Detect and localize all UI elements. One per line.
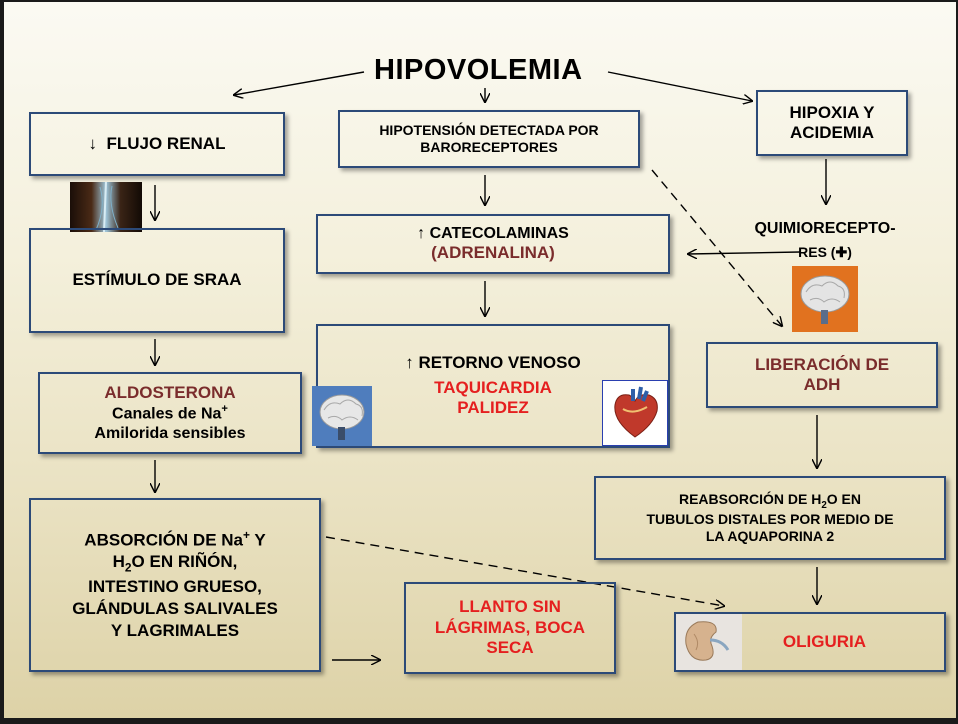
slide: HIPOVOLEMIA ↓ FLUJO RENAL HIPOTENSIÓN DE…	[4, 2, 956, 718]
h2o-sub: 2	[821, 499, 827, 511]
absorcion-line2a: H	[112, 552, 125, 572]
brain-icon	[792, 266, 858, 332]
box-hipoxia: HIPOXIA Y ACIDEMIA	[756, 90, 908, 156]
aldosterona-label: ALDOSTERONA	[104, 382, 236, 402]
absorcion-line3: INTESTINO GRUESO,	[88, 577, 262, 597]
reabsorcion-line1a: REABSORCIÓN DE H	[678, 490, 822, 507]
box-hipotension: HIPOTENSIÓN DETECTADA POR BARORECEPTORES	[338, 110, 640, 168]
reabsorcion-line3: LA AQUAPORINA 2	[705, 528, 835, 545]
arrow-hipovolemia-to-hipoxia	[607, 71, 752, 101]
palidez-label: PALIDEZ	[457, 398, 529, 418]
box-retorno-venoso: ↑ RETORNO VENOSO TAQUICARDIA PALIDEZ	[316, 324, 670, 448]
reabsorcion-line1: REABSORCIÓN DE H2O EN	[679, 491, 861, 512]
h2o-sub: 2	[124, 560, 132, 575]
na-charge: +	[242, 527, 250, 542]
quimio-line1: QUIMIORECEPTO-	[754, 220, 896, 237]
box-reabsorcion: REABSORCIÓN DE H2O EN TUBULOS DISTALES P…	[594, 476, 946, 560]
llanto-line1: LLANTO SIN	[459, 597, 561, 617]
arrows-layer	[4, 71, 956, 718]
absorcion-line4: GLÁNDULAS SALIVALES	[72, 599, 278, 619]
flujo-renal-text: ↓ FLUJO RENAL	[89, 134, 226, 154]
quimio-line2: RES (✚)	[798, 244, 852, 260]
box-catecolaminas: ↑ CATECOLAMINAS (ADRENALINA)	[316, 214, 670, 274]
absorcion-line1a: ABSORCIÓN DE Na	[84, 530, 243, 550]
absorcion-line5: Y LAGRIMALES	[110, 621, 240, 641]
canales-text: Canales de Na	[112, 405, 222, 423]
arrow-dashed-hipotension-to-liberacion	[651, 169, 782, 326]
brain-icon	[312, 386, 372, 446]
absorcion-line2b: O EN RIÑÓN,	[131, 552, 238, 572]
retorno-line1: ↑ RETORNO VENOSO	[405, 353, 581, 373]
hipotension-line2: BARORECEPTORES	[420, 139, 558, 155]
heart-icon	[602, 380, 668, 446]
hipotension-line1: HIPOTENSIÓN DETECTADA POR	[379, 122, 599, 139]
box-liberacion-adh: LIBERACIÓN DE ADH	[706, 342, 938, 408]
absorcion-line2: H2O EN RIÑÓN,	[113, 551, 238, 576]
title-hipovolemia: HIPOVOLEMIA	[374, 54, 583, 86]
quimioreceptores-label: QUIMIORECEPTO- RES (✚)	[740, 220, 910, 261]
reabsorcion-line1b: O EN	[826, 490, 862, 507]
box-flujo-renal: ↓ FLUJO RENAL	[29, 112, 285, 176]
absorcion-line1: ABSORCIÓN DE Na+ Y	[84, 528, 265, 552]
arrow-dashed-absorcion-to-oliguria	[325, 536, 724, 606]
box-aldosterona: ALDOSTERONA Canales de Na+ Amilorida sen…	[38, 372, 302, 454]
reabsorcion-line2: TUBULOS DISTALES POR MEDIO DE	[646, 511, 894, 528]
kidney-xray-image	[70, 182, 142, 232]
llanto-line3: SECA	[486, 638, 534, 658]
hipoxia-line1: HIPOXIA Y	[789, 102, 875, 122]
liberacion-line2: ADH	[803, 375, 841, 394]
catecolaminas-line1: ↑ CATECOLAMINAS	[417, 225, 569, 243]
aldosterona-line2: Canales de Na+	[112, 403, 228, 424]
adrenalina-label: (ADRENALINA)	[431, 243, 555, 263]
down-arrow-glyph: ↓	[88, 133, 98, 153]
llanto-line2: LÁGRIMAS, BOCA	[434, 617, 586, 637]
kidney-icon	[676, 614, 742, 670]
box-absorcion: ABSORCIÓN DE Na+ Y H2O EN RIÑÓN, INTESTI…	[29, 498, 321, 672]
arrow-quimio-to-catecolaminas	[688, 252, 801, 254]
flujo-renal-label: FLUJO RENAL	[106, 133, 226, 153]
box-oliguria: OLIGURIA	[674, 612, 946, 672]
box-sraa: ESTÍMULO DE SRAA	[29, 228, 285, 333]
box-llanto: LLANTO SIN LÁGRIMAS, BOCA SECA	[404, 582, 616, 674]
arrow-hipovolemia-to-flujo	[234, 71, 365, 95]
absorcion-line1b: Y	[249, 530, 266, 550]
taquicardia-label: TAQUICARDIA	[434, 377, 552, 397]
oliguria-label: OLIGURIA	[782, 631, 866, 651]
na-charge: +	[221, 403, 228, 416]
sraa-label: ESTÍMULO DE SRAA	[72, 270, 242, 290]
aldosterona-line3: Amilorida sensibles	[94, 424, 246, 442]
hipoxia-line2: ACIDEMIA	[789, 123, 875, 142]
liberacion-line1: LIBERACIÓN DE	[754, 354, 890, 374]
